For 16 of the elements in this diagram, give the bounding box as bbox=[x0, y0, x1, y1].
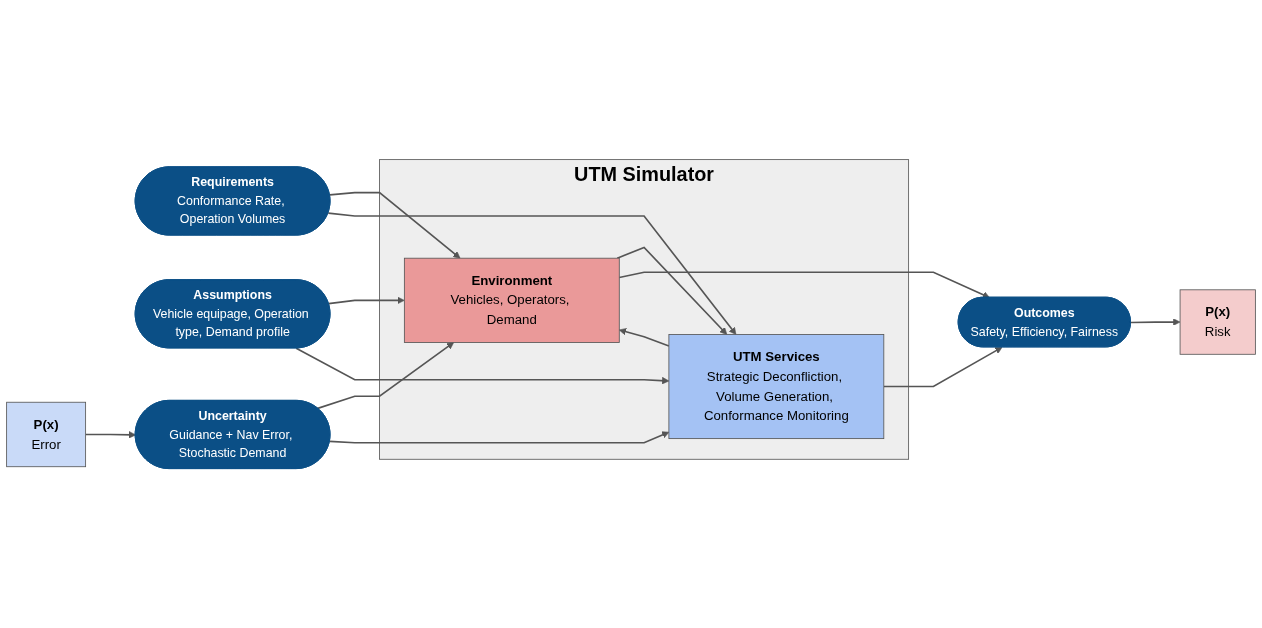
arrow bbox=[327, 296, 405, 305]
arrow bbox=[328, 431, 670, 444]
arrow bbox=[1130, 318, 1181, 326]
arrow bbox=[327, 212, 737, 335]
arrow bbox=[618, 271, 990, 299]
node-box: Environment Vehicles, Operators, Demand bbox=[403, 257, 620, 343]
arrow bbox=[883, 346, 1003, 388]
arrow bbox=[316, 342, 454, 410]
arrow bbox=[84, 431, 136, 439]
arrow bbox=[328, 191, 461, 259]
node-box: P(x) Risk bbox=[1179, 289, 1256, 355]
node-box: P(x) Error bbox=[6, 401, 87, 468]
node-box: UTM Services Strategic Deconfliction, Volume Generation, Conformance Monitoring bbox=[668, 333, 885, 439]
arrow bbox=[616, 246, 728, 335]
arrow bbox=[295, 347, 670, 385]
arrow bbox=[618, 328, 670, 347]
